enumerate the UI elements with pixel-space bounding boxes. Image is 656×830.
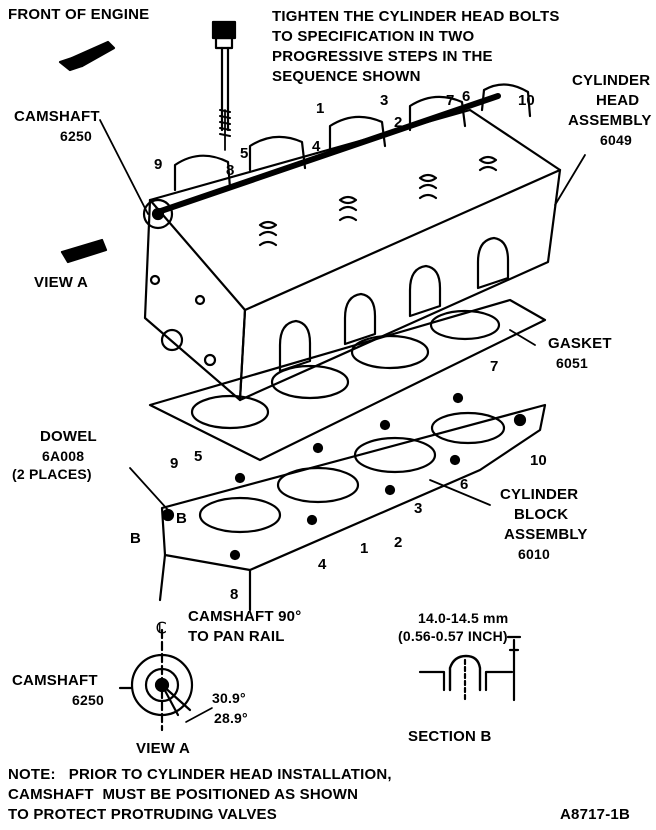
camshaft-top-part: 6250 [60,128,92,144]
block-seq-9: 9 [170,455,179,472]
gasket-part: 6051 [556,355,588,371]
view-a-arrow-icon [60,238,108,264]
dowel-part: 6A008 [42,448,85,464]
block-seq-8: 8 [230,586,239,603]
head-seq-1: 1 [316,100,325,117]
cylinder-block [158,392,547,612]
head-bolt [211,20,237,137]
block-seq-6: 6 [460,476,469,493]
head-gasket [148,298,547,462]
cylinder-head [142,83,562,402]
block-seq-4: 4 [318,556,327,573]
cyl-head-part: 6049 [600,132,632,148]
head-seq-7: 7 [446,92,455,109]
block-seq-7: 7 [490,358,499,375]
block-seq-10: 10 [530,452,547,469]
section-b-label: SECTION B [408,728,492,745]
head-seq-5: 5 [240,145,249,162]
head-seq-3: 3 [380,92,389,109]
front-arrow-icon [58,40,116,72]
instruction-line-2: TO SPECIFICATION IN TWO [272,28,475,45]
dowel-label: DOWEL [40,428,97,445]
view-a-bottom-label: VIEW A [136,740,190,757]
dowel-places: (2 PLACES) [12,466,92,482]
head-seq-4: 4 [312,138,321,155]
head-seq-9: 9 [154,156,163,173]
instruction-line-1: TIGHTEN THE CYLINDER HEAD BOLTS [272,8,560,25]
section-b-detail [418,635,522,702]
cyl-block-line-3: ASSEMBLY [504,526,588,543]
head-seq-6: 6 [462,88,471,105]
head-seq-2: 2 [394,114,403,131]
instruction-line-4: SEQUENCE SHOWN [272,68,421,85]
block-seq-2: 2 [394,534,403,551]
cyl-head-line-3: ASSEMBLY [568,112,652,129]
note-line-2: CAMSHAFT MUST BE POSITIONED AS SHOWN [8,786,359,803]
block-seq-3: 3 [414,500,423,517]
camshaft-90-line-2: TO PAN RAIL [188,628,285,645]
head-seq-10: 10 [518,92,535,109]
angle-30-9: 30.9° [212,690,246,706]
camshaft-bottom-label: CAMSHAFT [12,672,98,689]
camshaft-90-line-1: CAMSHAFT 90° [188,608,302,625]
leader-lines [99,109,586,511]
block-seq-1: 1 [360,540,369,557]
instruction-line-3: PROGRESSIVE STEPS IN THE [272,48,493,65]
note-line-1: NOTE: PRIOR TO CYLINDER HEAD INSTALLATIO… [8,766,392,783]
centerline-symbol: ℂ [156,620,167,637]
cyl-block-part: 6010 [518,546,550,562]
cyl-head-line-1: CYLINDER [572,72,651,89]
view-a-detail [118,628,213,732]
camshaft-top-label: CAMSHAFT [14,108,100,125]
block-seq-5: 5 [194,448,203,465]
front-of-engine-label: FRONT OF ENGINE [8,6,150,23]
cyl-block-line-1: CYLINDER [500,486,579,503]
dimension-inch: (0.56-0.57 INCH) [398,628,508,644]
section-marker-b-2: B [176,510,188,527]
note-line-3: TO PROTECT PROTRUDING VALVES [8,806,277,823]
dimension-mm: 14.0-14.5 mm [418,610,509,626]
angle-28-9: 28.9° [214,710,248,726]
cyl-block-line-2: BLOCK [514,506,569,523]
view-a-label: VIEW A [34,274,88,291]
figure-code: A8717-1B [560,806,630,823]
head-seq-8: 8 [226,162,235,179]
cyl-head-line-2: HEAD [596,92,640,109]
section-marker-b: B [130,530,142,547]
gasket-label: GASKET [548,335,612,352]
camshaft-bottom-part: 6250 [72,692,104,708]
